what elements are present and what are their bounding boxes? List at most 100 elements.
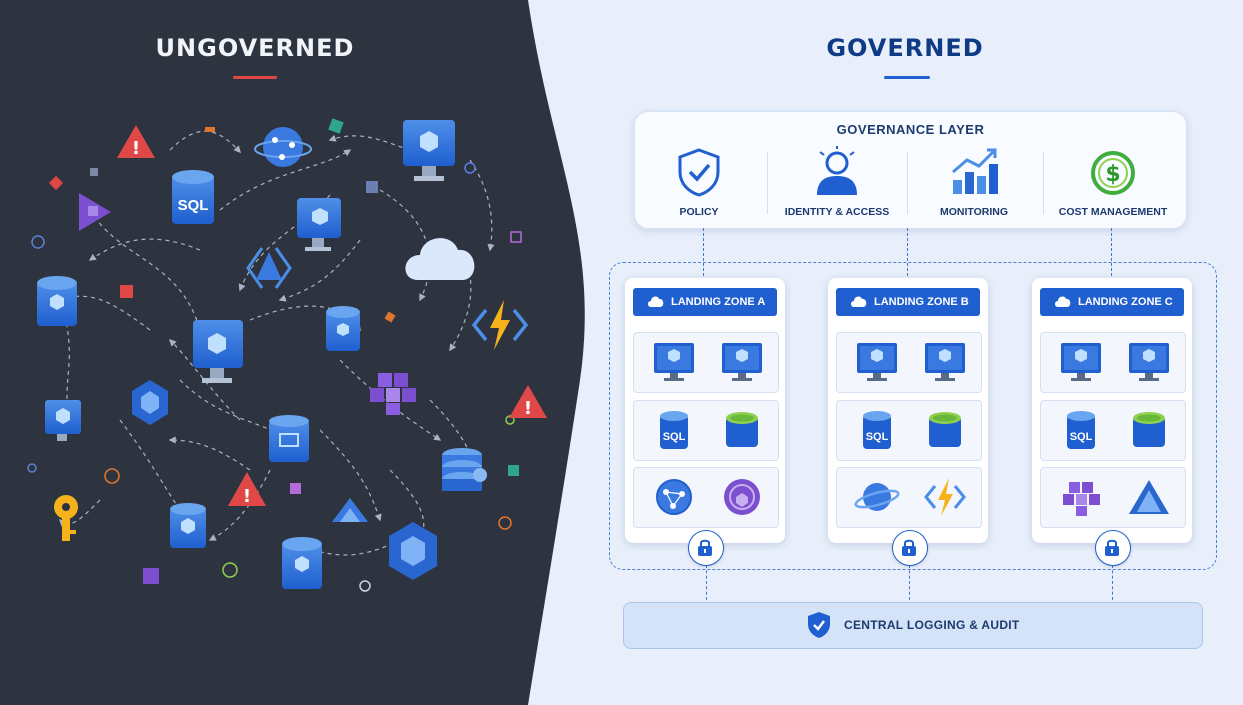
governance-layer: GOVERNANCE LAYER POLICY IDENTITY & ACCES… bbox=[634, 111, 1187, 229]
connector-line bbox=[703, 228, 704, 276]
governed-underline bbox=[884, 76, 930, 79]
zone-row-services bbox=[633, 467, 779, 528]
svg-text:SQL: SQL bbox=[663, 431, 686, 443]
connector-line bbox=[909, 565, 910, 600]
divider bbox=[907, 152, 908, 214]
svg-text:SQL: SQL bbox=[178, 197, 209, 214]
vm-monitor-icon bbox=[297, 198, 341, 251]
warning-icon: ! bbox=[117, 125, 155, 159]
bar-chart-icon bbox=[952, 148, 998, 194]
vm-monitor-icon[interactable] bbox=[1125, 339, 1173, 385]
connector-line bbox=[1111, 228, 1112, 276]
landing-zone[interactable]: LANDING ZONE A SQL bbox=[625, 278, 785, 543]
connector-icon bbox=[205, 127, 215, 132]
zone-lock[interactable] bbox=[1095, 530, 1131, 566]
vm-monitor-icon[interactable] bbox=[650, 339, 698, 385]
zone-lock[interactable] bbox=[688, 530, 724, 566]
warning-icon: ! bbox=[509, 385, 547, 419]
vm-monitor-icon[interactable] bbox=[718, 339, 766, 385]
gov-item-label: MONITORING bbox=[939, 206, 1009, 218]
svg-text:SQL: SQL bbox=[866, 431, 889, 443]
vm-monitor-icon[interactable] bbox=[853, 339, 901, 385]
cosmos-cubes-icon[interactable] bbox=[1057, 474, 1105, 520]
landing-zone[interactable]: LANDING ZONE B SQL bbox=[828, 278, 988, 543]
svg-text:!: ! bbox=[243, 486, 251, 507]
function-icon[interactable] bbox=[921, 474, 969, 520]
governed-title: GOVERNED bbox=[826, 34, 984, 62]
app-service-icon bbox=[246, 247, 292, 289]
kubernetes-icon bbox=[132, 380, 168, 425]
connector-line bbox=[1112, 565, 1113, 600]
sql-database-icon[interactable]: SQL bbox=[1057, 407, 1105, 453]
gov-item-monitoring[interactable]: MONITORING bbox=[907, 142, 1041, 224]
zone-row-data: SQL bbox=[836, 400, 982, 461]
ungoverned-title: UNGOVERNED bbox=[155, 34, 355, 62]
zone-row-data: SQL bbox=[633, 400, 779, 461]
storage-icon[interactable] bbox=[718, 407, 766, 453]
shield-check-icon bbox=[808, 612, 830, 638]
key-icon bbox=[54, 495, 78, 541]
svg-text:!: ! bbox=[524, 398, 532, 419]
gov-item-label: POLICY bbox=[679, 206, 719, 218]
divider bbox=[1043, 152, 1044, 214]
user-icon bbox=[817, 146, 857, 195]
cosmos-db-icon[interactable] bbox=[853, 474, 901, 520]
zone-row-compute bbox=[836, 332, 982, 393]
storage-icon[interactable] bbox=[921, 407, 969, 453]
function-icon bbox=[471, 300, 529, 350]
cloud-icon bbox=[648, 296, 664, 307]
gov-item-label: COST MANAGEMENT bbox=[1058, 206, 1168, 218]
cloud-icon bbox=[405, 238, 475, 280]
lock-icon bbox=[698, 539, 712, 556]
svg-text:$: $ bbox=[1105, 162, 1120, 187]
vm-monitor-icon bbox=[403, 120, 455, 181]
database-icon bbox=[282, 537, 322, 589]
zone-label: LANDING ZONE A bbox=[671, 296, 766, 308]
zone-header: LANDING ZONE A bbox=[633, 288, 777, 316]
sql-database-icon[interactable]: SQL bbox=[853, 407, 901, 453]
landing-zone[interactable]: LANDING ZONE C SQL bbox=[1032, 278, 1192, 543]
vm-monitor-icon[interactable] bbox=[1057, 339, 1105, 385]
svg-text:SQL: SQL bbox=[1070, 431, 1093, 443]
divider bbox=[767, 152, 768, 214]
svg-text:!: ! bbox=[132, 138, 140, 159]
network-globe-icon bbox=[254, 127, 312, 167]
governance-layer-title: GOVERNANCE LAYER bbox=[836, 122, 985, 137]
gov-item-label: IDENTITY & ACCESS bbox=[784, 206, 890, 218]
sql-database-icon: SQL bbox=[172, 170, 214, 224]
zone-row-compute bbox=[1040, 332, 1186, 393]
data-factory-icon[interactable] bbox=[1125, 474, 1173, 520]
central-logging-bar[interactable]: CENTRAL LOGGING & AUDIT bbox=[623, 602, 1203, 649]
dark-panel bbox=[0, 0, 585, 705]
central-logging-label: CENTRAL LOGGING & AUDIT bbox=[844, 618, 1020, 632]
warning-icon: ! bbox=[228, 472, 266, 507]
dollar-icon: $ bbox=[1091, 151, 1135, 195]
zone-label: LANDING ZONE B bbox=[874, 296, 969, 308]
lock-icon bbox=[1105, 539, 1119, 556]
data-factory-icon bbox=[332, 498, 368, 522]
database-icon bbox=[269, 415, 309, 462]
connector-line bbox=[706, 565, 707, 600]
gov-item-cost[interactable]: $ COST MANAGEMENT bbox=[1046, 142, 1180, 224]
connector-icon bbox=[384, 311, 396, 323]
gov-item-identity[interactable]: IDENTITY & ACCESS bbox=[770, 142, 904, 224]
kubernetes-icon bbox=[389, 522, 437, 580]
sql-database-icon[interactable]: SQL bbox=[650, 407, 698, 453]
database-icon bbox=[326, 306, 360, 351]
database-icon bbox=[37, 276, 77, 326]
vm-monitor-icon[interactable] bbox=[921, 339, 969, 385]
devops-icon bbox=[79, 193, 111, 231]
vm-monitor-icon bbox=[45, 400, 81, 441]
cosmos-icon[interactable] bbox=[718, 474, 766, 520]
zone-label: LANDING ZONE C bbox=[1078, 296, 1173, 308]
network-globe-icon[interactable] bbox=[650, 474, 698, 520]
cloud-icon bbox=[1055, 296, 1071, 307]
zone-lock[interactable] bbox=[892, 530, 928, 566]
shield-check-icon bbox=[678, 148, 720, 197]
connector-line bbox=[907, 228, 908, 276]
vm-monitor-icon bbox=[193, 320, 243, 383]
storage-icon[interactable] bbox=[1125, 407, 1173, 453]
gov-item-policy[interactable]: POLICY bbox=[632, 142, 766, 224]
cloud-icon bbox=[851, 296, 867, 307]
lock-icon bbox=[902, 539, 916, 556]
